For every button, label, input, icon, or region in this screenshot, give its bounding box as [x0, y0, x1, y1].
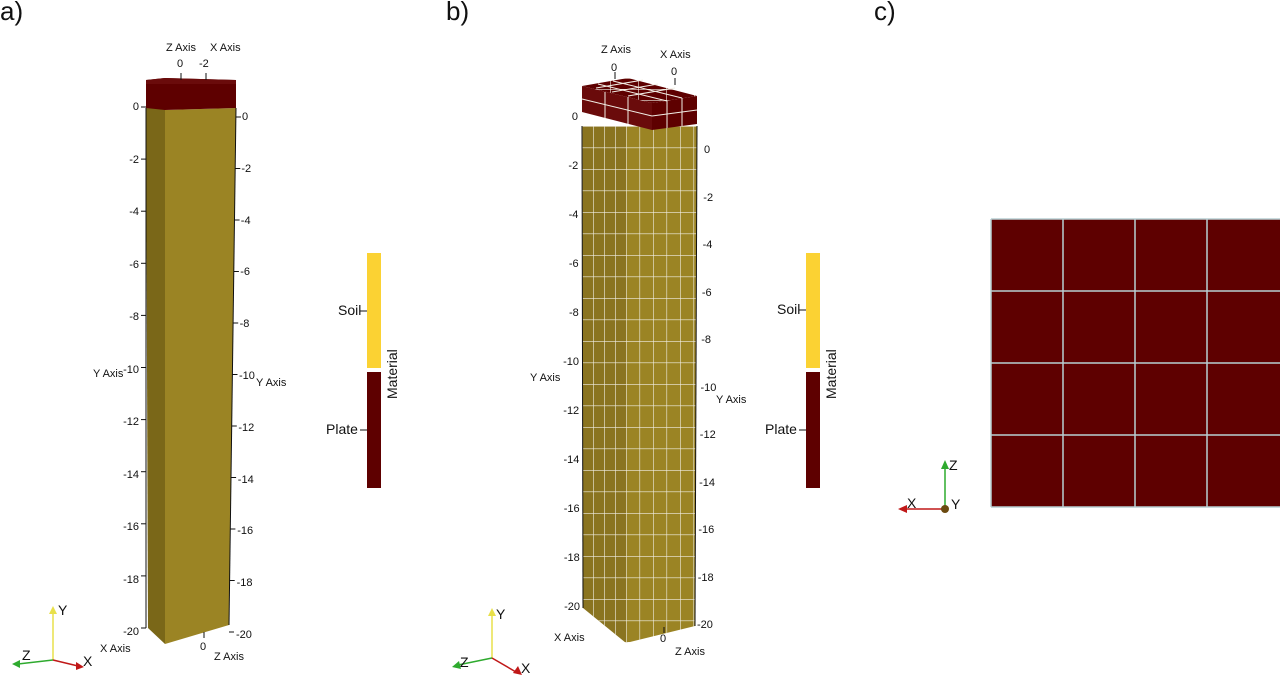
plate-a	[146, 78, 236, 110]
panel-a-left-tick-9: -18	[123, 573, 139, 586]
panel-a-left-tick-2: -4	[129, 206, 139, 218]
panel-b-label: b)	[446, 0, 470, 26]
panel-a-right-tick-10: -20	[236, 629, 252, 641]
panel-a-right-tick-8: -16	[237, 525, 254, 538]
panel-a-bottom-x-axis-label: X Axis	[100, 643, 131, 655]
legend-b-soil-bar	[806, 253, 820, 368]
panel-a-right-tick-7: -14	[237, 473, 254, 486]
panel-b-top-tick-0: 0	[611, 62, 618, 74]
panel-c-label: c)	[874, 0, 896, 26]
panel-a-left-tick-5: -10	[123, 363, 139, 376]
panel-a-left-tick-6: -12	[123, 416, 139, 428]
panel-b-top-x-axis-label: X Axis	[660, 49, 691, 61]
panel-b-left-tick-8: -16	[563, 503, 580, 515]
triad-b-y-label: Y	[496, 606, 506, 622]
panel-a-left-tick-7: -14	[123, 468, 139, 481]
panel-b-right-tick-0: 0	[704, 144, 711, 156]
panel-a-label: a)	[0, 0, 24, 26]
plate-c-mesh	[990, 218, 1280, 508]
panel-b-top-z-axis-label: Z Axis	[601, 44, 631, 56]
panel-a-right-tick-2: -4	[240, 214, 251, 227]
panel-a-bottom-tick-0: 0	[200, 641, 207, 653]
triad-a-z-label: Z	[22, 647, 31, 663]
panel-b-left-tick-6: -12	[563, 405, 580, 417]
panel-a-right-tick-1: -2	[241, 162, 252, 175]
panel-b-bottom-z-axis-label: Z Axis	[675, 646, 705, 658]
panel-a-left-tick-1: -2	[129, 153, 139, 166]
legend-b-plate-label: Plate	[765, 421, 797, 437]
panel-b-left-tick-4: -8	[569, 307, 579, 319]
panel-b-left-tick-2: -4	[568, 209, 579, 221]
panel-b-left-y-axis-label: Y Axis	[530, 372, 561, 384]
legend-a-soil-bar	[367, 253, 381, 368]
triad-b-x-label: X	[521, 660, 531, 676]
legend-b-soil-label: Soil	[777, 301, 801, 317]
triad-c-x-label: X	[907, 495, 917, 511]
panel-a-right-tick-9: -18	[236, 577, 253, 590]
panel-b-right-tick-4: -8	[701, 334, 711, 346]
panel-b-right-y-axis-label: Y Axis	[716, 394, 747, 406]
panel-b-right-tick-6: -12	[699, 429, 716, 441]
panel-b-right-tick-1: -2	[703, 191, 714, 204]
panel-b-left-tick-3: -6	[568, 258, 579, 270]
panel-a-left-tick-10: -20	[123, 626, 139, 638]
panel-a-left-tick-8: -16	[123, 521, 139, 533]
panel-b-left-tick-10: -20	[564, 601, 580, 613]
triad-b-z-label: Z	[460, 654, 469, 670]
panel-a-left-tick-4: -8	[129, 311, 139, 323]
panel-a-top-tick-1: -2	[199, 58, 209, 70]
triad-c-z-label: Z	[949, 457, 958, 473]
panel-b-right-tick-10: -20	[697, 619, 713, 631]
triad-a-x-label: X	[83, 653, 93, 669]
panel-a-right-y-axis-label: Y Axis	[256, 377, 287, 389]
column-a-front-face	[165, 108, 236, 644]
panel-a-top-tick-0: 0	[177, 58, 184, 70]
panel-a-left-tick-3: -6	[129, 258, 139, 271]
panel-a-right-tick-4: -8	[239, 318, 250, 331]
column-a-left-face	[146, 108, 165, 644]
triad-c-y-label: Y	[951, 496, 961, 512]
panel-b-right-tick-5: -10	[700, 381, 717, 394]
plate-a-top	[146, 78, 236, 84]
panel-a-right-tick-3: -6	[240, 266, 250, 279]
panel-b-bottom-x-axis-label: X Axis	[554, 632, 585, 644]
panel-b-bottom-tick-0: 0	[660, 633, 667, 645]
panel-b-left-tick-5: -10	[563, 356, 579, 368]
panel-a-right-tick-6: -12	[238, 421, 255, 434]
column-b-left-face	[582, 126, 626, 643]
triad-a-y-label: Y	[58, 602, 68, 618]
panel-b-top-tick-1: 0	[671, 66, 678, 78]
panel-b-left-tick-7: -14	[563, 454, 580, 466]
panel-a-bottom-z-axis-label: Z Axis	[214, 651, 244, 663]
panel-b-left-tick-1: -2	[568, 160, 579, 172]
panel-b-left-tick-0: 0	[571, 111, 578, 123]
legend-a-soil-label: Soil	[338, 302, 362, 318]
panel-a-left-tick-0: 0	[132, 101, 139, 113]
panel-b-right-tick-3: -6	[701, 286, 712, 299]
panel-a-top-z-axis-label: Z Axis	[166, 42, 196, 54]
panel-a-right-tick-0: 0	[242, 111, 249, 123]
legend-b-plate-bar	[806, 372, 820, 488]
panel-b-right-tick-9: -18	[697, 571, 714, 584]
panel-a-top-x-axis-label: X Axis	[210, 42, 241, 54]
plate-b-top	[582, 78, 697, 103]
legend-a-plate-label: Plate	[326, 421, 358, 437]
panel-b-right-tick-2: -4	[702, 239, 713, 251]
panel-b-left-tick-9: -18	[563, 552, 580, 564]
panel-a-right-tick-5: -10	[239, 370, 255, 382]
panel-b-right-tick-8: -16	[698, 524, 715, 536]
panel-b-right-tick-7: -14	[699, 476, 715, 489]
column-b-front-face	[626, 126, 697, 643]
legend-a-plate-bar	[367, 372, 381, 488]
panel-a-left-y-axis-label: Y Axis	[93, 368, 124, 380]
